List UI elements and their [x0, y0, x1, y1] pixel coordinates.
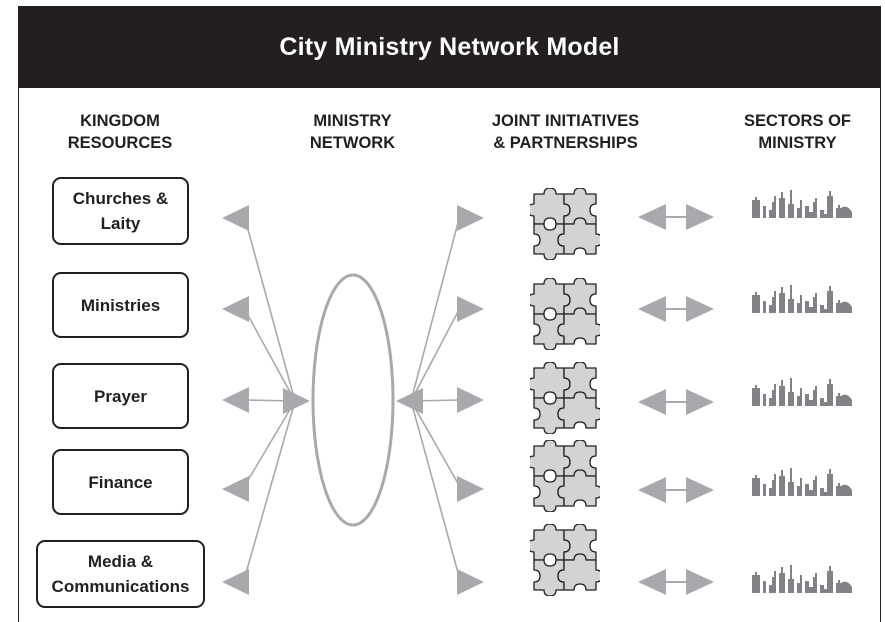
resource-label: Media &: [87, 552, 154, 571]
double-arrow-icon: [638, 204, 714, 230]
city-skyline-icon: [752, 378, 852, 406]
network-in-arrowhead-left: [283, 388, 310, 414]
column-header-sectors-of-ministry: SECTORS OF MINISTRY: [735, 110, 860, 154]
column-header-joint-initiatives: JOINT INITIATIVES & PARTNERSHIPS: [478, 110, 653, 154]
left-connector-lines: [243, 214, 296, 581]
double-arrow-icon: [638, 477, 714, 503]
column-header-kingdom-resources: KINGDOM RESOURCES: [60, 110, 180, 154]
skyline-icons: [752, 190, 852, 593]
resource-box-media: Media & Communications: [36, 540, 205, 608]
resource-box-ministries: Ministries: [52, 272, 189, 338]
resource-label: Churches &: [72, 189, 169, 208]
resource-box-finance: Finance: [52, 449, 189, 515]
resource-label: Prayer: [94, 386, 147, 406]
network-in-arrowhead-right: [396, 388, 423, 414]
puzzle-icon: [530, 188, 600, 260]
city-skyline-icon: [752, 565, 852, 593]
puzzle-icon: [530, 524, 600, 596]
resource-arrowheads: [222, 205, 249, 595]
column-header-line: RESOURCES: [67, 134, 173, 152]
resource-label: Communications: [51, 577, 190, 596]
puzzle-icon: [530, 278, 600, 350]
puzzle-icons: [530, 188, 600, 596]
double-arrow-icon: [638, 389, 714, 415]
puzzle-icon: [530, 440, 600, 512]
resource-label: Ministries: [80, 295, 161, 315]
resource-label: Laity: [100, 214, 141, 233]
column-header-line: NETWORK: [309, 134, 396, 152]
initiative-arrowheads: [457, 205, 484, 595]
resource-label: Finance: [88, 472, 153, 492]
ministry-network-ellipse: [311, 273, 395, 527]
city-skyline-icon: [752, 468, 852, 496]
column-header-line: KINGDOM: [80, 112, 160, 130]
resource-box-churches: Churches & Laity: [52, 177, 189, 245]
column-header-line: MINISTRY: [758, 134, 837, 152]
column-header-line: JOINT INITIATIVES: [491, 112, 640, 130]
title-bar: City Ministry Network Model: [18, 6, 881, 88]
resource-box-prayer: Prayer: [52, 363, 189, 429]
city-skyline-icon: [752, 190, 852, 218]
right-connector-lines: [410, 214, 461, 581]
column-header-line: SECTORS OF: [744, 112, 851, 130]
city-skyline-icon: [752, 285, 852, 313]
double-arrows: [638, 204, 714, 595]
diagram-title: City Ministry Network Model: [279, 32, 620, 61]
column-header-line: MINISTRY: [313, 112, 392, 130]
column-header-ministry-network: MINISTRY NETWORK: [300, 110, 405, 154]
column-header-line: & PARTNERSHIPS: [493, 134, 638, 152]
puzzle-icon: [530, 362, 600, 434]
double-arrow-icon: [638, 569, 714, 595]
double-arrow-icon: [638, 296, 714, 322]
